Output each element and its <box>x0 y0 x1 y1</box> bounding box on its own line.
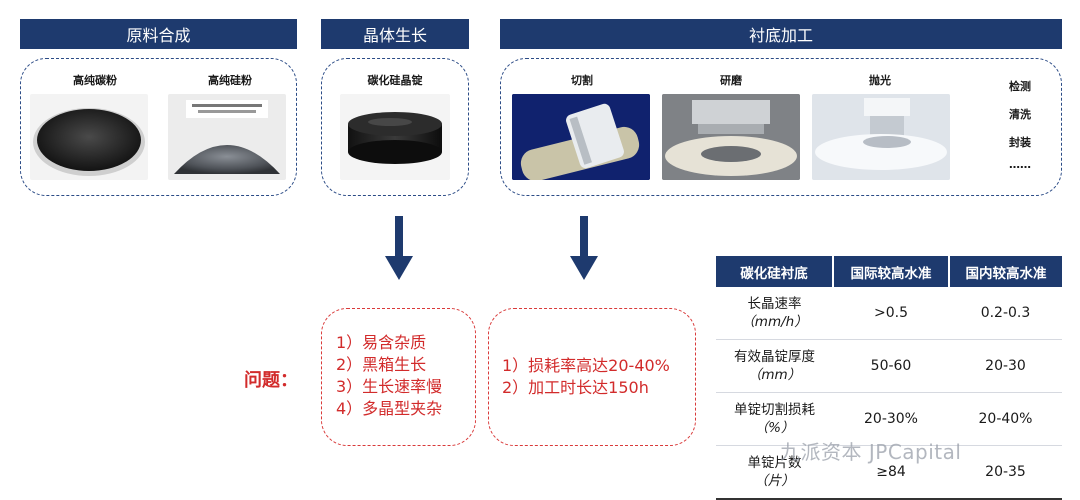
step-inspection: 检测 <box>1009 80 1031 93</box>
row-intl-value: ≥84 <box>833 445 949 500</box>
table-row: 单锭片数（片） ≥84 20-35 <box>716 445 1062 500</box>
row-key: 长晶速率（mm/h） <box>716 287 833 340</box>
step-ellipsis: …… <box>1009 158 1031 171</box>
row-dom-value: 20-35 <box>949 445 1062 500</box>
carbon-powder-image <box>30 94 148 180</box>
carbon-powder-label: 高纯碳粉 <box>73 74 117 87</box>
substrate-processing-panel <box>500 58 1062 196</box>
row-intl-value: 50-60 <box>833 339 949 393</box>
header-substrate-processing: 衬底加工 <box>500 19 1062 49</box>
table-header-row: 碳化硅衬底 国际较高水准 国内较高水准 <box>716 256 1062 287</box>
row-intl-value: >0.5 <box>833 287 949 340</box>
growth-problem-3: 3）生长速率慢 <box>336 377 443 396</box>
row-dom-value: 0.2-0.3 <box>949 287 1062 340</box>
row-key: 单锭片数（片） <box>716 445 833 500</box>
header-crystal-growth: 晶体生长 <box>321 19 469 49</box>
row-intl-value: 20-30% <box>833 392 949 446</box>
watermark: 九派资本 JPCapital <box>780 440 962 464</box>
grinding-label: 研磨 <box>720 74 742 87</box>
cutting-label: 切割 <box>571 74 593 87</box>
cutting-image <box>512 94 650 180</box>
step-packaging: 封装 <box>1009 136 1031 149</box>
comparison-table: 碳化硅衬底 国际较高水准 国内较高水准 长晶速率（mm/h） >0.5 0.2-… <box>716 256 1062 500</box>
down-arrow-processing-icon <box>570 216 598 280</box>
header-substrate: 碳化硅衬底 <box>716 256 833 287</box>
processing-problems-box <box>488 308 696 446</box>
processing-problem-2: 2）加工时长达150h <box>502 378 649 397</box>
processing-problem-1: 1）损耗率高达20-40% <box>502 356 670 375</box>
crystal-growth-panel <box>321 58 469 196</box>
down-arrow-growth-icon <box>385 216 413 280</box>
growth-problem-4: 4）多晶型夹杂 <box>336 399 443 418</box>
sic-ingot-image <box>340 94 450 180</box>
silicon-powder-image <box>168 94 286 180</box>
table-row: 有效晶锭厚度（mm） 50-60 20-30 <box>716 339 1062 393</box>
row-key: 有效晶锭厚度（mm） <box>716 339 833 393</box>
header-raw-material: 原料合成 <box>20 19 297 49</box>
problems-label: 问题： <box>244 370 298 391</box>
polishing-image <box>812 94 950 180</box>
growth-problem-1: 1）易含杂质 <box>336 333 427 352</box>
polishing-label: 抛光 <box>869 74 891 87</box>
sic-ingot-label: 碳化硅晶锭 <box>367 74 423 87</box>
row-key: 单锭切割损耗（%） <box>716 392 833 446</box>
header-international: 国际较高水准 <box>832 256 949 287</box>
header-domestic: 国内较高水准 <box>948 256 1062 287</box>
table-row: 长晶速率（mm/h） >0.5 0.2-0.3 <box>716 287 1062 340</box>
row-dom-value: 20-40% <box>949 392 1062 446</box>
growth-problems-box <box>321 308 476 446</box>
step-cleaning: 清洗 <box>1009 108 1031 121</box>
table-row: 单锭切割损耗（%） 20-30% 20-40% <box>716 392 1062 446</box>
row-dom-value: 20-30 <box>949 339 1062 393</box>
silicon-powder-label: 高纯硅粉 <box>208 74 252 87</box>
raw-material-panel <box>20 58 297 196</box>
growth-problem-2: 2）黑箱生长 <box>336 355 427 374</box>
grinding-image <box>662 94 800 180</box>
